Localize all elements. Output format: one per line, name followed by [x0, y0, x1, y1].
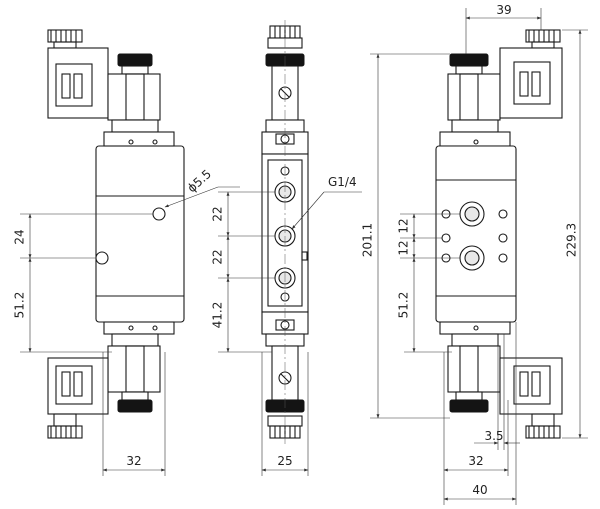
top-solenoid	[107, 53, 161, 133]
thread-label: G1/4	[328, 175, 357, 189]
front-view: 24 51.2 ϕ5.5 32	[13, 29, 240, 476]
dim-12-a: 12	[397, 218, 411, 233]
dim-25: 25	[277, 454, 292, 468]
dim-32-left: 32	[126, 454, 141, 468]
dim-51-2-right: 51.2	[397, 292, 411, 319]
bottom-solenoid	[107, 333, 161, 413]
bottom-coil-connector	[47, 357, 109, 439]
side-view: 22 22 41.2 G1/4 25	[211, 20, 362, 476]
dim-24: 24	[13, 229, 27, 244]
dim-229-3: 229.3	[565, 223, 579, 257]
dim-39: 39	[496, 3, 511, 17]
dim-22-a: 22	[211, 206, 225, 221]
dim-41-2: 41.2	[211, 302, 225, 329]
back-bottom-coil	[447, 333, 563, 439]
dim-40: 40	[472, 483, 487, 497]
side-view-dimensions: 22 22 41.2 G1/4 25	[211, 175, 362, 476]
back-valve-body	[435, 131, 517, 335]
ports	[274, 181, 308, 289]
mounting-hole	[95, 251, 109, 265]
back-view-dimensions: 39 12 12 51.2 201.1 229.3 3.5	[361, 3, 588, 505]
dim-3-5: 3.5	[484, 429, 503, 443]
dim-51-2-left: 51.2	[13, 292, 27, 319]
dim-22-b: 22	[211, 249, 225, 264]
valve-body-front	[95, 131, 185, 335]
dim-201-1: 201.1	[361, 223, 375, 257]
back-view: 39 12 12 51.2 201.1 229.3 3.5	[361, 3, 588, 505]
back-top-coil	[447, 29, 563, 133]
dim-32-right: 32	[468, 454, 483, 468]
top-coil-connector	[47, 29, 109, 119]
dim-12-b: 12	[397, 240, 411, 255]
mounting-hole	[152, 207, 166, 221]
hole-diameter-label: ϕ5.5	[185, 167, 214, 195]
